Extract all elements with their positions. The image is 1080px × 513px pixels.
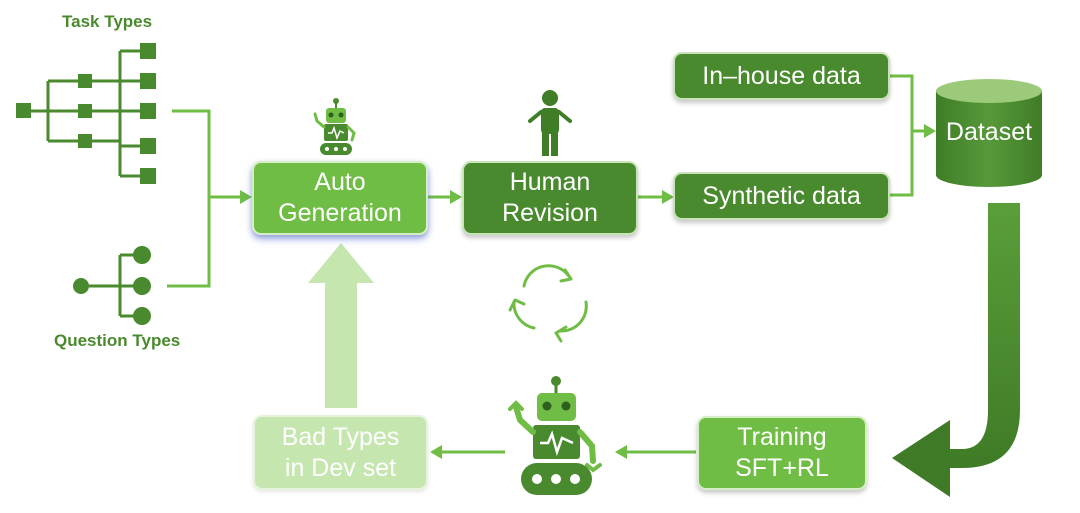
dataset-cylinder-icon — [936, 79, 1042, 187]
arrowhead-synthetic — [662, 190, 674, 204]
refresh-cycle-icon — [508, 264, 588, 343]
auto-generation-line-2: Generation — [278, 199, 402, 227]
task-types-label: Task Types — [62, 12, 153, 31]
big-curved-arrow — [892, 203, 1020, 497]
arrowhead-badtypes — [430, 445, 442, 459]
arrowhead-robot — [615, 445, 627, 459]
training-line-2: SFT+RL — [735, 454, 829, 482]
arrowhead-human — [450, 190, 462, 204]
auto-generation-node: Auto Generation — [252, 161, 428, 235]
question-types-tree-icon — [73, 246, 151, 325]
human-revision-line-2: Revision — [502, 199, 598, 227]
bad-types-line-1: Bad Types — [281, 422, 400, 451]
training-line-1: Training — [737, 423, 827, 451]
dataset-label: Dataset — [945, 118, 1033, 146]
inhouse-data-label: In–house data — [702, 61, 861, 90]
robot-icon-small — [313, 98, 356, 155]
arrowhead-auto-gen — [240, 190, 252, 204]
pale-up-arrow — [308, 243, 374, 408]
synthetic-data-label: Synthetic data — [702, 181, 861, 210]
data-to-dataset-connector — [890, 74, 926, 197]
arrowhead-dataset — [924, 124, 936, 138]
bad-types-node: Bad Types in Dev set — [253, 415, 428, 490]
inhouse-data-node: In–house data — [673, 52, 890, 100]
question-types-label: Question Types — [54, 331, 181, 350]
tree-connectors — [167, 109, 240, 288]
human-revision-line-1: Human — [509, 168, 591, 196]
auto-generation-line-1: Auto — [314, 168, 366, 196]
task-types-tree-icon — [16, 43, 156, 184]
person-icon — [528, 90, 572, 156]
bad-types-line-2: in Dev set — [284, 453, 397, 482]
human-revision-node: Human Revision — [462, 161, 638, 235]
synthetic-data-node: Synthetic data — [673, 172, 890, 220]
robot-icon-large — [508, 376, 602, 495]
training-node: Training SFT+RL — [697, 416, 867, 490]
